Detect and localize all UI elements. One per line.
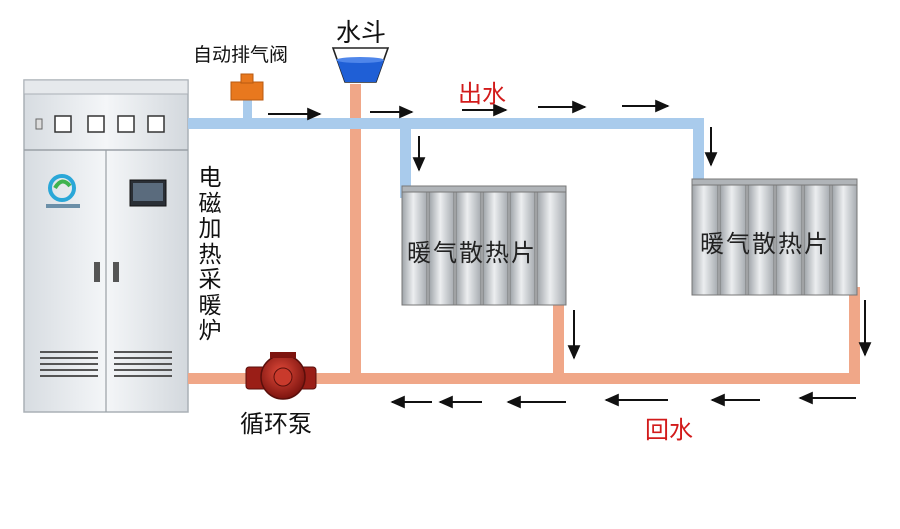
meter-icon [35,115,165,133]
radiator-icon [401,185,567,306]
flow-arrow-icon [268,99,872,409]
boiler-label: 电磁加热采暖炉 [198,165,222,344]
air-valve-label: 自动排气阀 [193,44,289,66]
outflow-label: 出水 [458,80,506,108]
boiler-cabinet-icon [23,79,189,413]
water-tank-icon [331,47,390,83]
return-pipe [188,84,860,384]
air-valve-icon [230,73,264,101]
radiator-left-label: 暖气散热片 [407,239,537,267]
pump-label: 循环泵 [240,410,312,438]
supply-pipe [188,98,704,198]
radiator-right-label: 暖气散热片 [700,230,830,258]
brand-logo-icon [46,174,80,208]
return-flow-label: 回水 [645,416,693,444]
radiator-icon [691,178,858,296]
circulation-pump-icon [245,352,317,400]
water-tank-label: 水斗 [336,18,387,47]
